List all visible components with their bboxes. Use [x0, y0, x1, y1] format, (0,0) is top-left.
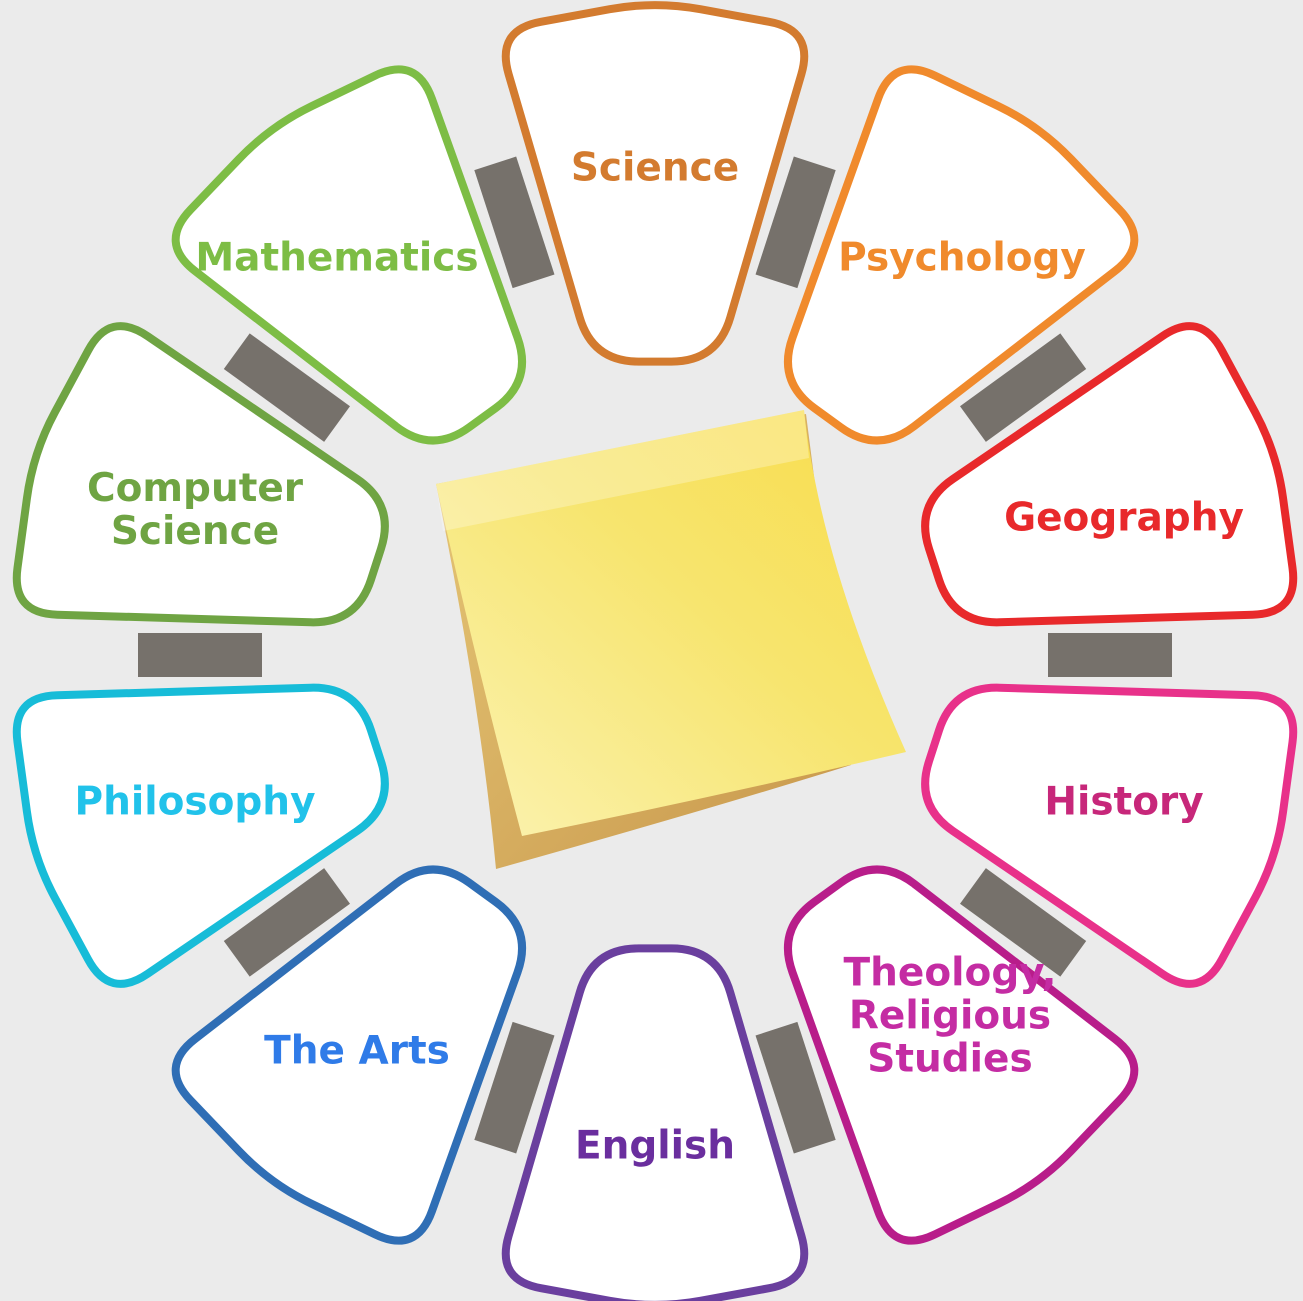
connector-philosophy-computer-science	[138, 633, 262, 677]
connectors	[138, 156, 1172, 1154]
segment-label-theology-line-3: Studies	[867, 1037, 1032, 1082]
segment-label-philosophy: Philosophy	[75, 780, 316, 825]
segment-shape-theology	[783, 865, 1139, 1245]
connector-geography-history	[1048, 633, 1172, 677]
connector-english-the-arts	[474, 1021, 555, 1154]
connector-theology-english	[755, 1021, 836, 1154]
segment-shape-the-arts	[171, 865, 527, 1245]
segment-label-theology-line-1: Theology,	[844, 951, 1057, 996]
segment-label-geography: Geography	[1004, 496, 1244, 541]
sticky-note-paper	[436, 410, 906, 836]
connector-the-arts-philosophy	[223, 868, 350, 977]
segment-shape-mathematics	[171, 65, 527, 445]
segments: SciencePsychologyGeographyHistoryTheolog…	[12, 1, 1298, 1301]
segment-shape-philosophy	[12, 683, 389, 988]
segment-shape-psychology	[783, 65, 1139, 445]
sticky-note-top-strip	[436, 410, 809, 531]
segment-the-arts: The Arts	[171, 865, 527, 1245]
connector-science-psychology	[755, 156, 836, 289]
connector-mathematics-science	[474, 156, 555, 289]
segment-geography: Geography	[921, 322, 1298, 627]
segment-english: English	[501, 944, 809, 1301]
segment-shape-science	[501, 1, 809, 366]
segment-label-science: Science	[571, 146, 739, 191]
segment-shape-history	[921, 683, 1298, 988]
segment-shape-geography	[921, 322, 1298, 627]
segment-label-mathematics: Mathematics	[195, 236, 478, 281]
segment-label-computer-science-line-1: Computer	[87, 466, 304, 511]
segment-label-the-arts: The Arts	[264, 1029, 450, 1074]
segment-mathematics: Mathematics	[171, 65, 527, 445]
segment-philosophy: Philosophy	[12, 683, 389, 988]
connector-psychology-geography	[960, 333, 1087, 442]
segment-label-computer-science-line-2: Science	[111, 509, 279, 554]
sticky-note	[436, 410, 906, 869]
segment-science: Science	[501, 1, 809, 366]
connector-history-theology	[960, 868, 1087, 977]
segment-label-psychology: Psychology	[838, 236, 1086, 281]
segment-shape-computer-science	[12, 322, 389, 627]
segment-label-theology-line-2: Religious	[849, 994, 1051, 1039]
segment-history: History	[921, 683, 1298, 988]
segment-label-english: English	[575, 1124, 735, 1169]
segment-shape-english	[501, 944, 809, 1301]
connector-computer-science-mathematics	[223, 333, 350, 442]
segment-label-history: History	[1044, 780, 1203, 825]
segment-psychology: Psychology	[783, 65, 1139, 445]
